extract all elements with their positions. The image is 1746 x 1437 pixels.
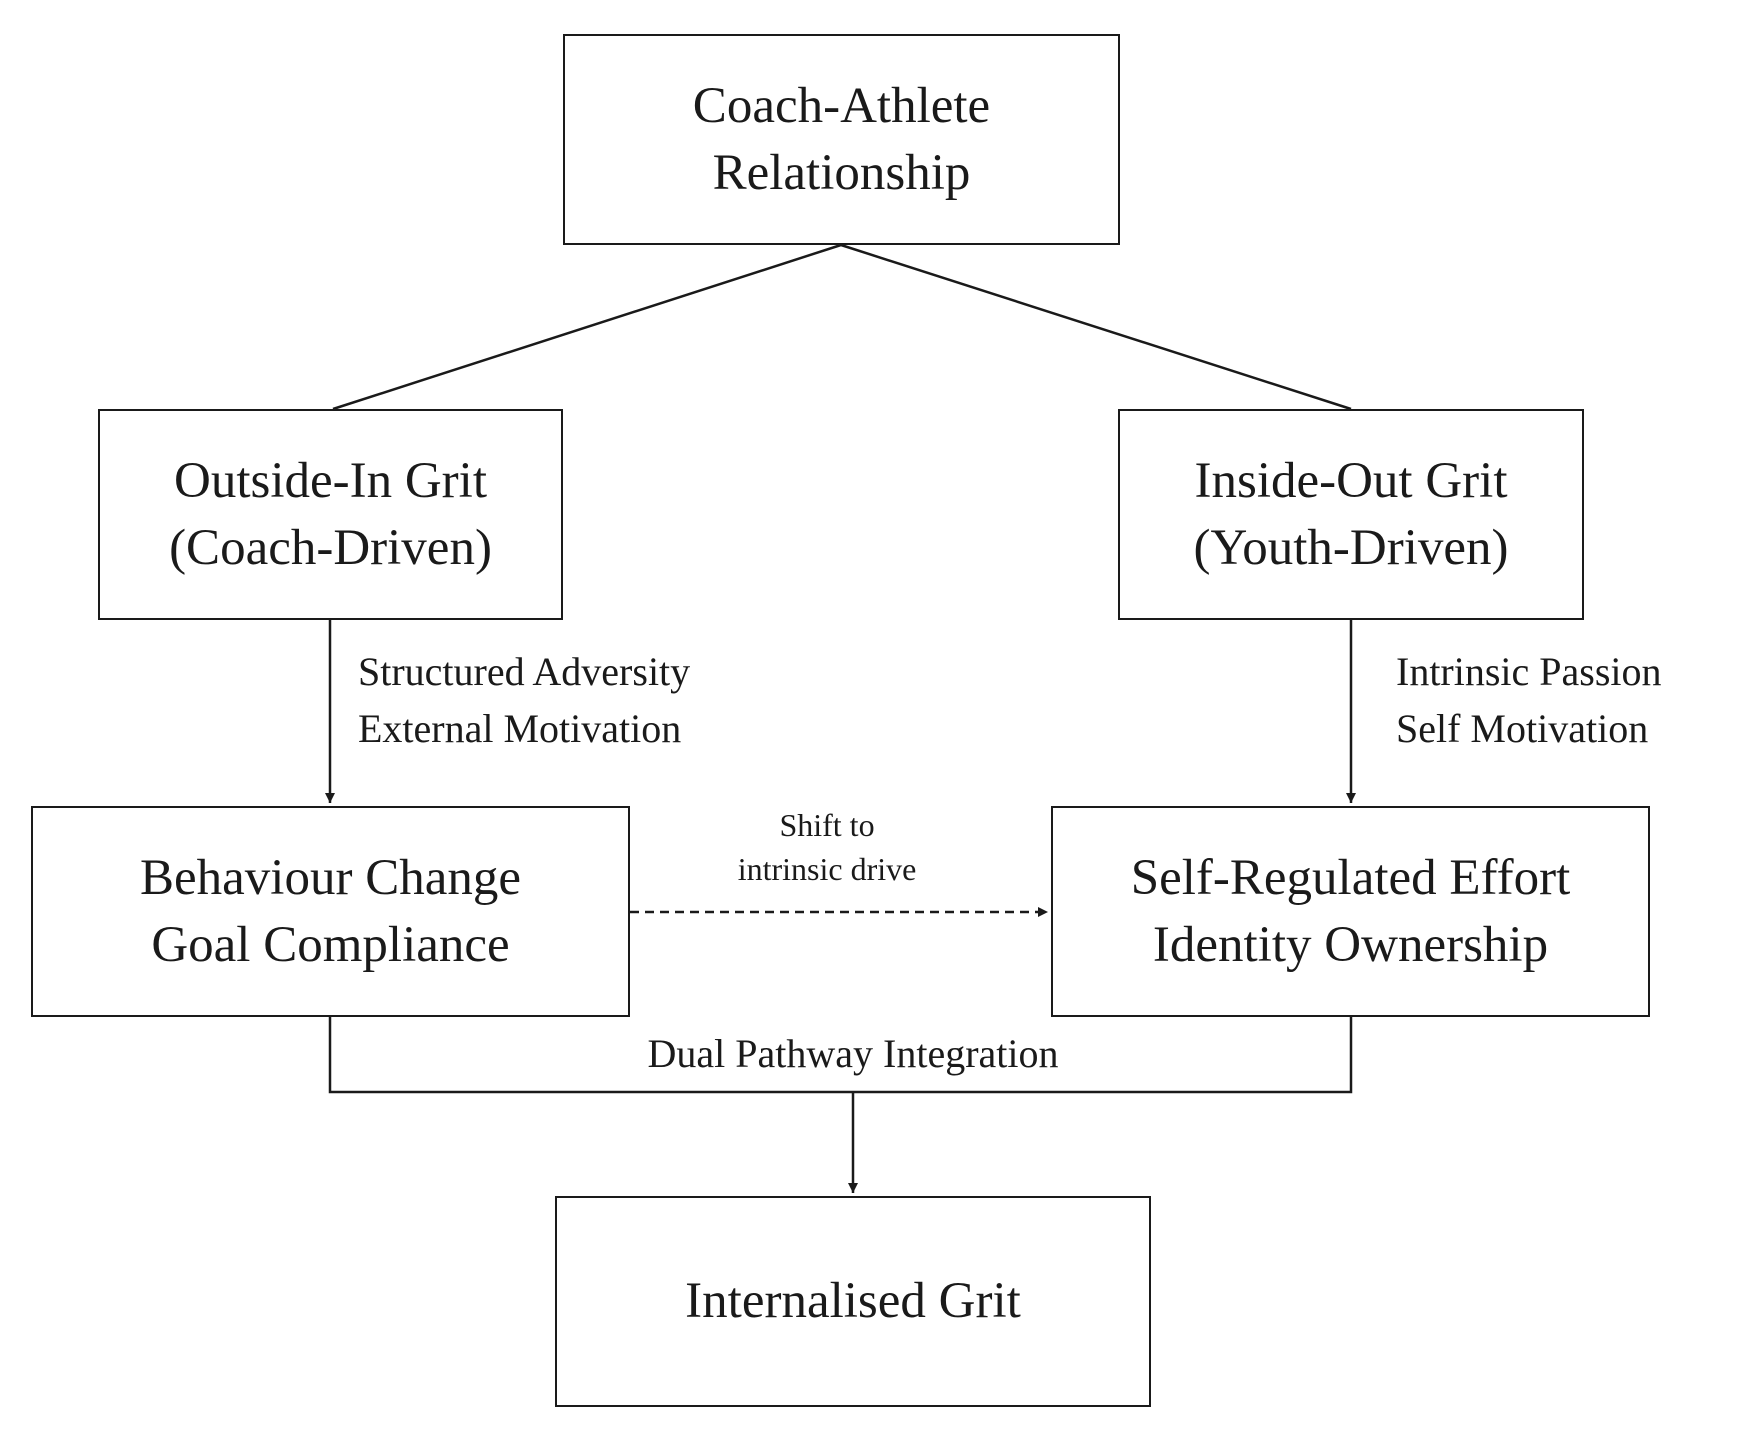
box-text-line: Self-Regulated Effort xyxy=(1130,850,1571,907)
path-label-line: Intrinsic Passion xyxy=(1396,649,1662,694)
path-label-line: Self Motivation xyxy=(1396,705,1649,751)
box-text-line: Goal Compliance xyxy=(151,916,510,973)
outside-in-path-label: Structured Adversity External Motivation xyxy=(358,644,690,758)
box-text-line: Inside-Out Grit xyxy=(1194,453,1508,510)
inside-out-grit-box: Inside-Out Grit (Youth-Driven) xyxy=(1118,409,1584,620)
shift-label-line: Shift to xyxy=(779,807,875,843)
shift-label: Shift to intrinsic drive xyxy=(717,804,937,891)
shift-label-line: intrinsic drive xyxy=(737,850,917,887)
branch-line-right xyxy=(840,243,1352,411)
behaviour-change-box: Behaviour Change Goal Compliance xyxy=(31,806,630,1017)
box-text-line: (Youth-Driven) xyxy=(1193,519,1509,576)
path-label-line: External Motivation xyxy=(358,705,682,751)
dual-pathway-integration-label: Dual Pathway Integration xyxy=(647,1031,1059,1076)
box-text-line: Coach-Athlete xyxy=(692,78,991,135)
path-label-line: Structured Adversity xyxy=(358,649,691,694)
box-text-line: Internalised Grit xyxy=(685,1273,1021,1330)
integration-bracket xyxy=(328,1017,1353,1094)
self-regulated-effort-box: Self-Regulated Effort Identity Ownership xyxy=(1051,806,1650,1017)
box-text-line: Identity Ownership xyxy=(1152,916,1549,973)
inside-out-path-label: Intrinsic Passion Self Motivation xyxy=(1396,644,1662,758)
coach-athlete-relationship-box: Coach-Athlete Relationship xyxy=(563,34,1120,245)
outside-in-grit-box: Outside-In Grit (Coach-Driven) xyxy=(98,409,563,620)
branch-line-left xyxy=(332,243,842,411)
box-text-line: Relationship xyxy=(712,144,971,201)
internalised-grit-box: Internalised Grit xyxy=(555,1196,1151,1407)
box-text-line: Behaviour Change xyxy=(140,850,521,907)
box-text-line: (Coach-Driven) xyxy=(169,519,492,576)
box-text-line: Outside-In Grit xyxy=(173,453,488,510)
